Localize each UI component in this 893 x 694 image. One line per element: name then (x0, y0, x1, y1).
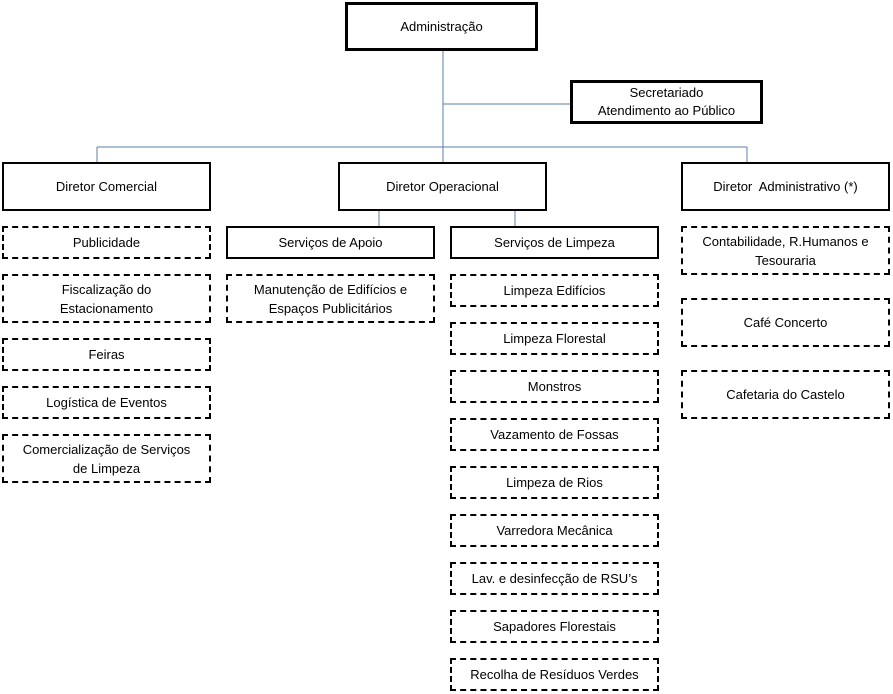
director-operational-label: Diretor Operacional (386, 179, 499, 194)
unit-label-line1: Manutenção de Edifícios e (253, 281, 408, 297)
unit-label: Monstros (527, 379, 582, 394)
unit-label: Varredora Mecânica (496, 523, 613, 538)
unit-label: Limpeza Florestal (503, 331, 606, 346)
director-operational-box: Diretor Operacional (338, 162, 547, 211)
administration-box: Administração (345, 2, 538, 51)
unit-label-line2: Espaços Publicitários (268, 300, 393, 316)
unit-box: Varredora Mecânica (450, 514, 659, 547)
unit-label-line1: Contabilidade, R.Humanos e (702, 233, 869, 249)
unit-label-line1: Comercialização de Serviços (22, 441, 191, 457)
unit-label: Café Concerto (743, 315, 828, 330)
unit-box: Comercialização de Serviços de Limpeza (2, 434, 211, 483)
unit-box: Limpeza Edifícios (450, 274, 659, 307)
unit-label: Sapadores Florestais (493, 619, 616, 634)
service-support-box: Serviços de Apoio (226, 226, 435, 259)
unit-label: Limpeza Edifícios (503, 283, 606, 298)
secretariat-line2: Atendimento ao Público (597, 103, 736, 118)
unit-label-line2: de Limpeza (72, 460, 141, 476)
director-commercial-label: Diretor Comercial (55, 179, 158, 194)
unit-label: Publicidade (72, 235, 141, 250)
director-commercial-box: Diretor Comercial (2, 162, 211, 211)
unit-label: Lav. e desinfecção de RSU’s (471, 571, 638, 586)
unit-box: Publicidade (2, 226, 211, 259)
secretariat-line1: Secretariado (629, 85, 704, 100)
unit-box: Café Concerto (681, 298, 890, 347)
unit-box: Monstros (450, 370, 659, 403)
unit-label: Feiras (88, 347, 125, 362)
unit-label: Recolha de Resíduos Verdes (470, 667, 639, 682)
unit-box: Logística de Eventos (2, 386, 211, 419)
unit-box: Fiscalização do Estacionamento (2, 274, 211, 323)
unit-label-line1: Fiscalização do (61, 281, 152, 297)
unit-box: Lav. e desinfecção de RSU’s (450, 562, 659, 595)
unit-label: Limpeza de Rios (506, 475, 603, 490)
unit-box: Feiras (2, 338, 211, 371)
unit-label: Cafetaria do Castelo (726, 387, 845, 402)
secretariat-box: Secretariado Atendimento ao Público (570, 80, 763, 124)
unit-label-line2: Tesouraria (755, 252, 816, 268)
unit-label-line2: Estacionamento (59, 300, 154, 316)
unit-box: Cafetaria do Castelo (681, 370, 890, 419)
administration-label: Administração (400, 19, 483, 34)
unit-box: Contabilidade, R.Humanos e Tesouraria (681, 226, 890, 275)
service-cleaning-label: Serviços de Limpeza (494, 235, 615, 250)
unit-label: Vazamento de Fossas (490, 427, 619, 442)
unit-box: Recolha de Resíduos Verdes (450, 658, 659, 691)
director-administrative-label: Diretor Administrativo (*) (713, 179, 858, 194)
unit-box: Vazamento de Fossas (450, 418, 659, 451)
unit-label: Logística de Eventos (46, 395, 167, 410)
service-cleaning-box: Serviços de Limpeza (450, 226, 659, 259)
unit-box: Limpeza de Rios (450, 466, 659, 499)
director-administrative-box: Diretor Administrativo (*) (681, 162, 890, 211)
service-support-label: Serviços de Apoio (278, 235, 383, 250)
unit-box: Manutenção de Edifícios e Espaços Public… (226, 274, 435, 323)
unit-box: Sapadores Florestais (450, 610, 659, 643)
unit-box: Limpeza Florestal (450, 322, 659, 355)
